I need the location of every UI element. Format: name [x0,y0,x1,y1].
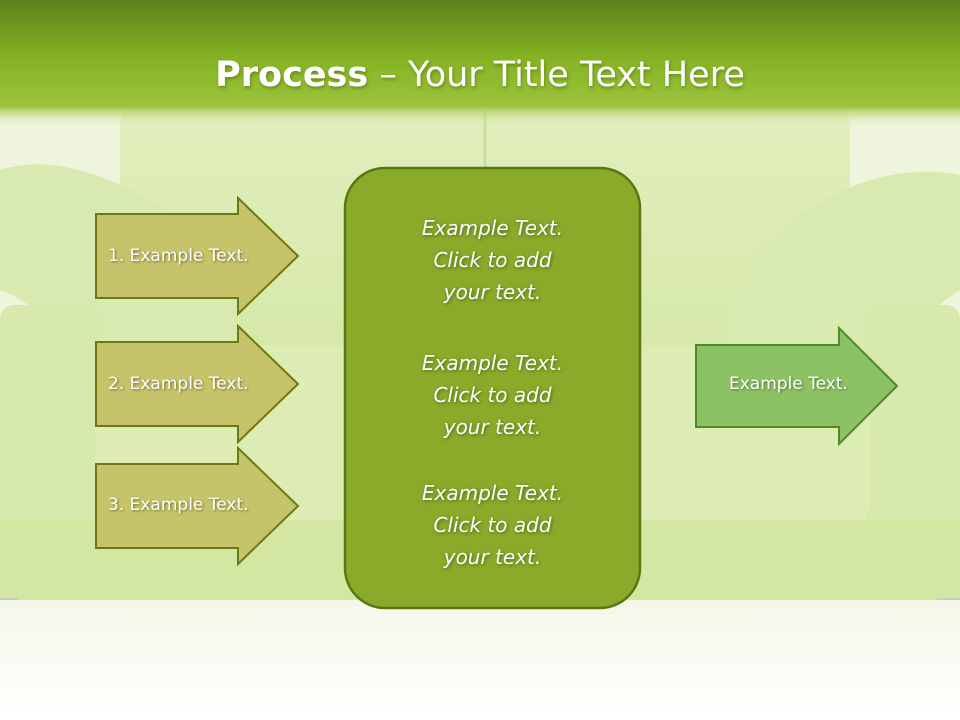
floor [0,600,960,720]
result-arrow [695,325,899,447]
step-arrow-1 [95,195,300,317]
title-bold: Process [215,55,369,95]
center-text-line: your text. [443,280,542,304]
center-text-line: Click to add [433,248,552,272]
header-band [0,0,960,108]
center-text-block-3: Example Text. Click to add your text. [345,477,640,573]
center-text-line: your text. [443,415,542,439]
center-text-line: your text. [443,545,542,569]
step-arrow-2 [95,323,300,445]
step-1-label: 1. Example Text. [108,246,249,266]
center-text-block-2: Example Text. Click to add your text. [345,347,640,443]
center-text-line: Click to add [433,383,552,407]
result-label: Example Text. [729,374,848,394]
page-title: Process – Your Title Text Here [0,50,960,100]
step-2-label: 2. Example Text. [108,374,249,394]
step-arrow-3 [95,445,300,567]
center-text-line: Example Text. [421,351,564,375]
center-content-box [343,166,642,610]
center-text-line: Example Text. [421,481,564,505]
center-text-line: Click to add [433,513,552,537]
center-text-block-1: Example Text. Click to add your text. [345,212,640,308]
title-rest: – Your Title Text Here [368,55,745,95]
center-text-line: Example Text. [421,216,564,240]
step-3-label: 3. Example Text. [108,495,249,515]
